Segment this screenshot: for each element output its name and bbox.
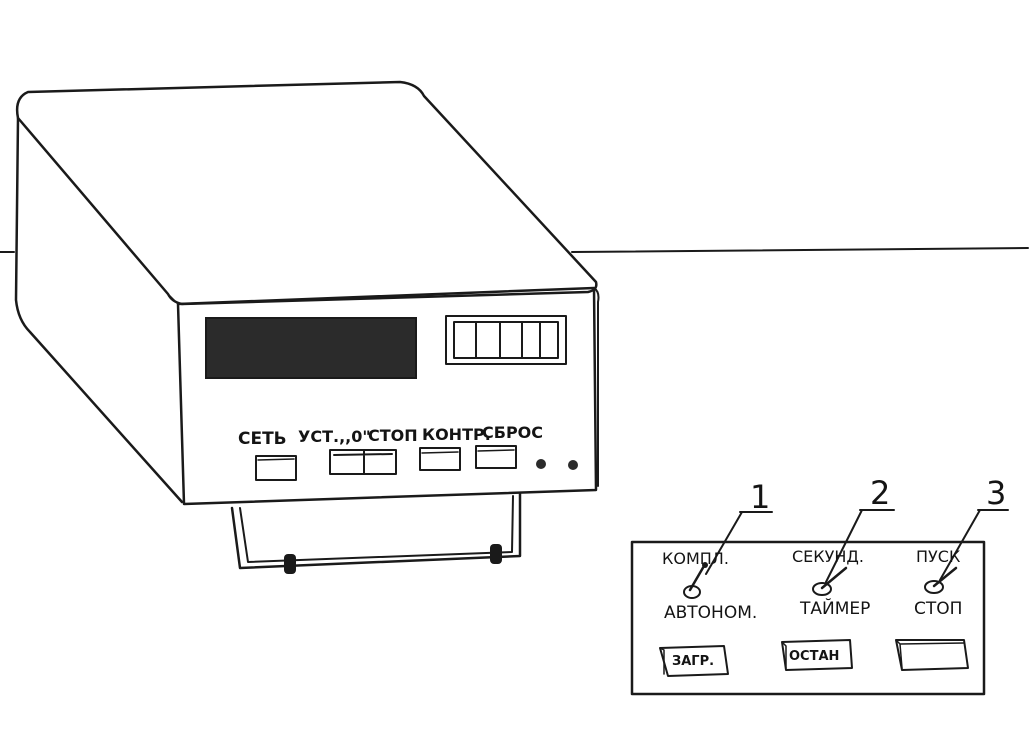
switch2-top-label: СЕКУНД. (792, 547, 864, 566)
label-reset: СБРОС (482, 423, 543, 442)
reset-button[interactable] (475, 445, 517, 469)
load-button[interactable]: ЗАГР. (659, 645, 729, 677)
switch3-bottom-label: СТОП (914, 599, 962, 619)
blank-button[interactable] (895, 639, 969, 671)
halt-button-label: ОСТАН (789, 649, 839, 664)
socket-1 (536, 459, 546, 469)
display-window (205, 317, 417, 379)
label-stop: СТОП (368, 426, 418, 445)
front-labels: СЕТЬ УСТ.,,0" СТОП КОНТР. СБРОС (238, 423, 543, 449)
socket-2 (568, 460, 578, 470)
toggle-switch-2[interactable] (812, 566, 848, 596)
callout-2: 2 (870, 474, 890, 512)
indicator-block (445, 315, 567, 365)
front-buttons (255, 445, 578, 481)
device-body (14, 80, 600, 506)
power-button[interactable] (255, 455, 297, 481)
load-button-label: ЗАГР. (672, 654, 714, 669)
toggle-switch-1[interactable] (683, 562, 708, 599)
label-power: СЕТЬ (238, 429, 287, 449)
zero-set-stop-button[interactable] (329, 449, 397, 475)
back-panel: КОМПЛ. АВТОНОМ. СЕКУНД. ТАЙМЕР ПУСК СТОП… (630, 540, 986, 696)
switch2-bottom-label: ТАЙМЕР (799, 597, 870, 619)
callouts: 1 2 3 (705, 474, 1009, 583)
switch1-bottom-label: АВТОНОМ. (664, 603, 757, 623)
switch1-top-label: КОМПЛ. (662, 549, 729, 568)
halt-button[interactable]: ОСТАН (781, 639, 853, 671)
callout-1: 1 (750, 478, 770, 516)
callout-3: 3 (986, 474, 1006, 512)
toggle-switch-3[interactable] (924, 566, 958, 594)
control-button[interactable] (419, 447, 461, 471)
table-edge-line (0, 247, 1029, 253)
stand-handle[interactable] (230, 492, 522, 574)
label-control: КОНТР. (422, 425, 491, 444)
label-zero-set: УСТ.,,0" (298, 427, 371, 446)
switch3-top-label: ПУСК (916, 547, 961, 566)
